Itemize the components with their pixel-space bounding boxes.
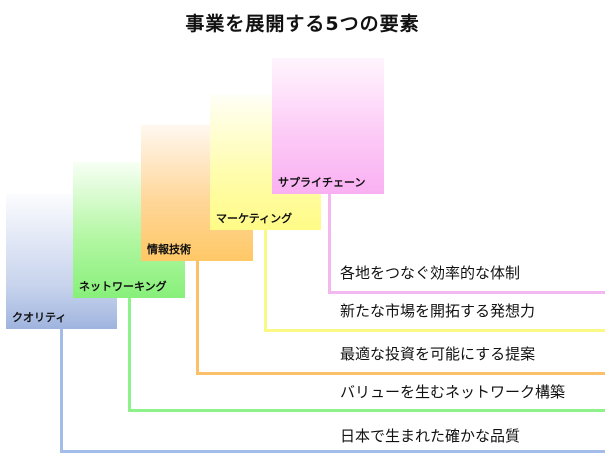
connector-vertical-quality (60, 329, 63, 453)
connector-horizontal-it (196, 372, 605, 375)
connector-horizontal-networking (128, 409, 605, 412)
connector-vertical-it (196, 261, 199, 375)
connector-horizontal-supply-chain (328, 291, 605, 294)
connector-vertical-networking (128, 298, 131, 412)
step-description-marketing: 新たな市場を開拓する発想力 (340, 302, 536, 320)
step-label-networking: ネットワーキング (79, 280, 167, 293)
step-description-networking: バリューを生むネットワーク構築 (340, 383, 566, 401)
connector-horizontal-quality (60, 450, 605, 453)
step-label-supply-chain: サプライチェーン (278, 176, 366, 189)
connector-horizontal-marketing (264, 329, 605, 332)
step-description-quality: 日本で生まれた確かな品質 (340, 427, 521, 445)
step-label-quality: クオリティ (12, 311, 67, 324)
step-label-it: 情報技術 (147, 243, 191, 256)
step-label-marketing: マーケティング (216, 212, 293, 225)
page-title: 事業を展開する5つの要素 (185, 13, 420, 35)
connector-vertical-supply-chain (328, 194, 331, 294)
connector-vertical-marketing (264, 230, 267, 332)
step-box-supply-chain: サプライチェーン (272, 58, 384, 194)
step-description-it: 最適な投資を可能にする提案 (340, 345, 536, 363)
step-description-supply-chain: 各地をつなぐ効率的な体制 (340, 264, 521, 282)
